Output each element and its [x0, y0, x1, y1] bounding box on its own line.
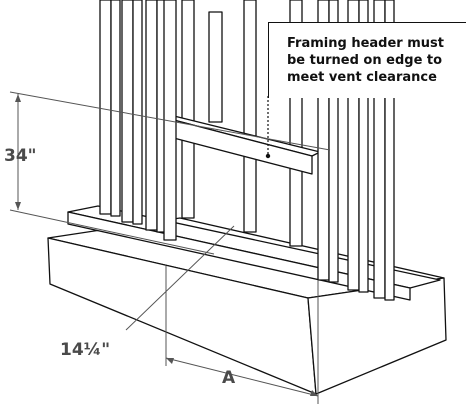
height-dimension-label: 34"	[4, 146, 37, 166]
right-stud-group	[317, 0, 395, 301]
height-dimension	[9, 91, 331, 255]
callout-box: Framing header must be turned on edge to…	[268, 22, 466, 98]
vent-clearance-point	[265, 153, 271, 159]
width-dimension	[165, 266, 319, 404]
callout-text: Framing header must be turned on edge to…	[287, 36, 444, 85]
cripple-stud	[208, 11, 223, 123]
width-dimension-label: A	[222, 368, 236, 388]
depth-dimension	[125, 225, 235, 331]
depth-dimension-label: 14¼"	[60, 340, 111, 360]
